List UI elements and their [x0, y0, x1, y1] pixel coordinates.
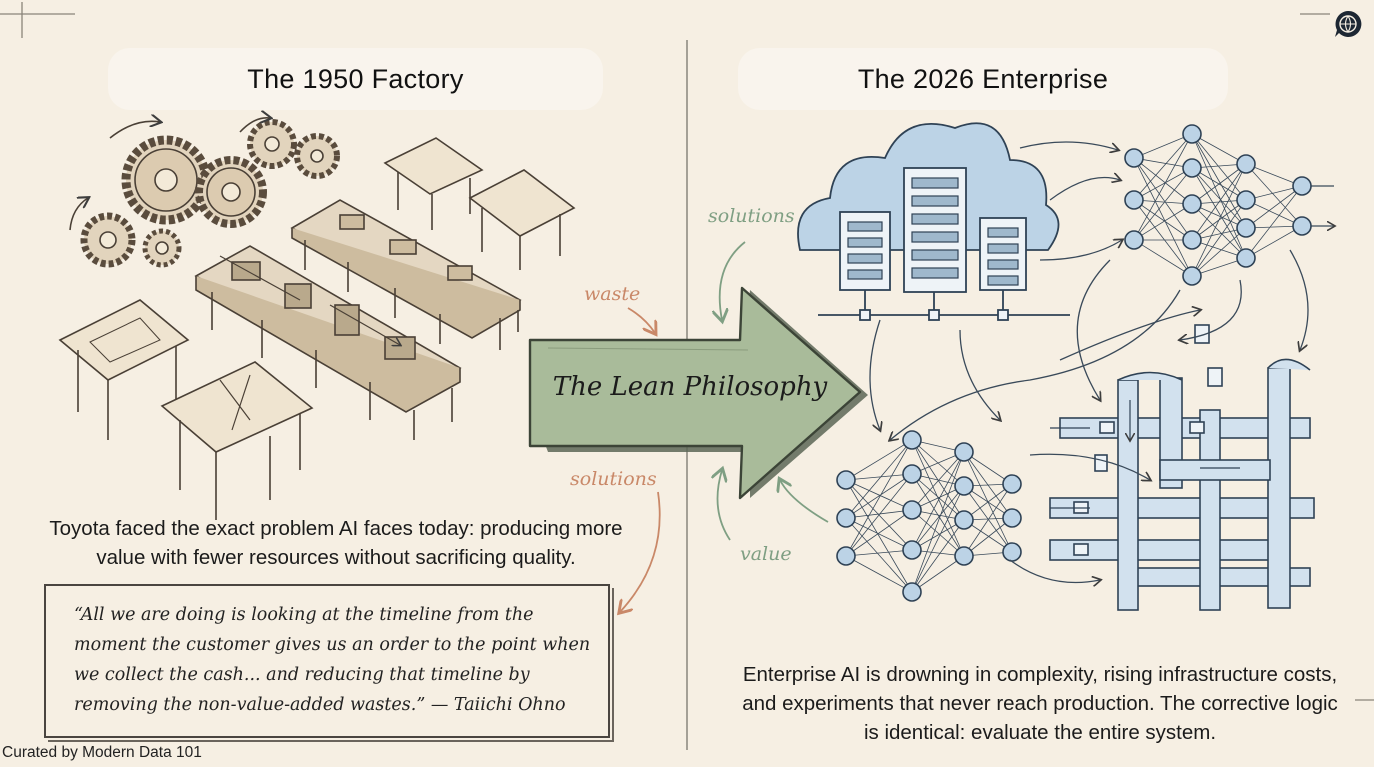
left-title-text: The 1950 Factory: [247, 63, 464, 94]
data-pipelines-sketch: [1049, 324, 1315, 611]
waste-label: waste: [584, 283, 640, 305]
gears-sketch: [69, 118, 340, 268]
waste-arrow: [627, 307, 655, 333]
footer-credit: Curated by Modern Data 101: [2, 744, 202, 761]
drafting-tables-sketch: [58, 137, 576, 520]
solutions-right-arrow: [720, 241, 746, 320]
right-caption: Enterprise AI is drowning in complexity,…: [742, 663, 1338, 744]
solutions-left-arrow: [620, 491, 661, 612]
value-arrow-right: [780, 480, 829, 523]
taiichi-ohno-quote: “All we are doing is looking at the time…: [74, 605, 591, 715]
left-caption: Toyota faced the exact problem AI faces …: [49, 517, 623, 569]
left-panel-title: The 1950 Factory: [108, 48, 603, 110]
gear-large-icon: [121, 135, 211, 225]
right-panel-title: The 2026 Enterprise: [738, 48, 1228, 110]
lean-philosophy-arrow: The Lean Philosophy: [528, 286, 868, 500]
neural-network-bottom: [836, 430, 1022, 602]
corner-sketch-lines: [0, 2, 1374, 701]
neural-network-top: [1124, 124, 1334, 286]
value-arrow-left: [718, 470, 731, 541]
arrow-label: The Lean Philosophy: [553, 372, 828, 402]
right-title-text: The 2026 Enterprise: [857, 63, 1109, 94]
solutions-left-label: solutions: [570, 468, 657, 490]
cloud-servers-sketch: [797, 122, 1070, 321]
solutions-right-label: solutions: [708, 205, 795, 227]
quote-box: [44, 584, 610, 738]
globe-chat-icon: [1335, 10, 1362, 38]
conveyor-belts-sketch: [194, 199, 522, 440]
value-label: value: [740, 543, 792, 565]
flow-arrows: [869, 141, 1309, 583]
gear-small-icon: [80, 119, 340, 268]
gear-medium-icon: [195, 156, 267, 228]
